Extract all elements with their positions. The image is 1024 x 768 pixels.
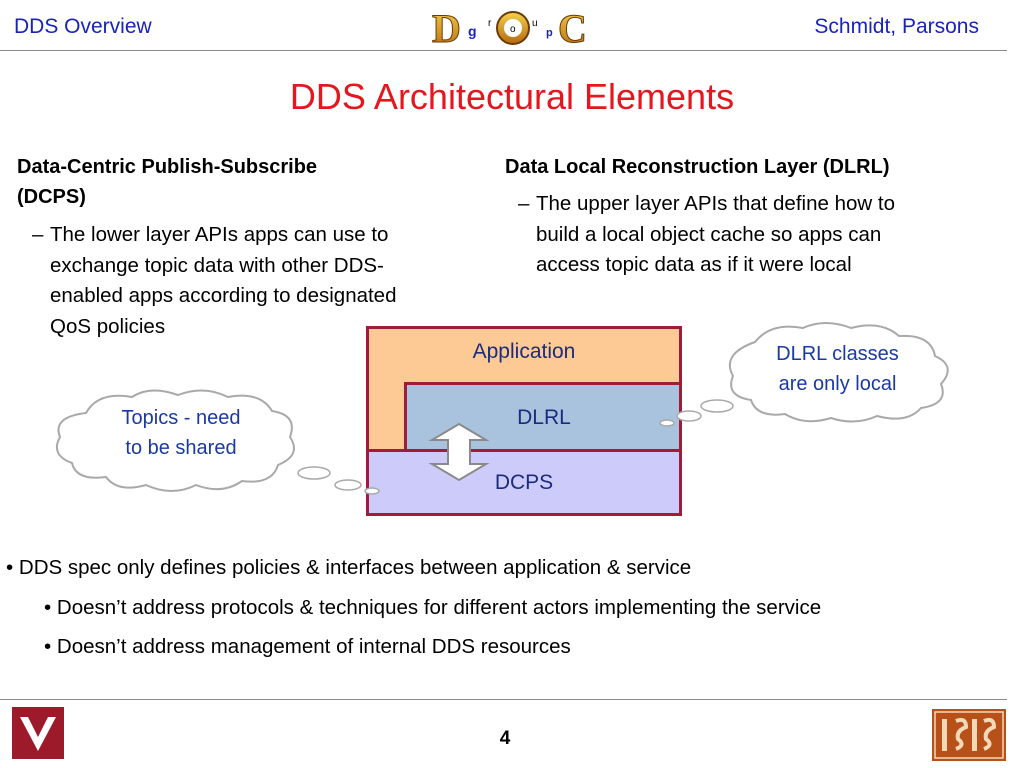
application-layer-label: Application [472, 340, 576, 363]
dlrl-layer-label: DLRL [517, 406, 571, 429]
bullet-level2-item: • Doesn’t address protocols & techniques… [44, 596, 821, 620]
logo-letter-u: u [532, 18, 538, 29]
left-item-line-1: The lower layer APIs apps can use to [50, 223, 389, 246]
right-cloud-line-1: DLRL classes [776, 343, 899, 365]
dcps-layer-box [366, 449, 682, 516]
left-item-line-2: exchange topic data with other DDS- [50, 253, 384, 277]
footer-rule [0, 699, 1007, 700]
right-thought-cloud [659, 322, 949, 427]
logo-letter-c: C [558, 6, 587, 50]
left-heading-line-1: Data-Centric Publish-Subscribe [17, 156, 318, 178]
left-dash-marker: – [32, 223, 44, 246]
vanderbilt-logo [12, 707, 64, 759]
right-column-heading: Data Local Reconstruction Layer (DLRL) [505, 156, 890, 178]
left-item-line-3: enabled apps according to designated [50, 284, 397, 307]
dcps-layer-label: DCPS [494, 471, 554, 494]
isis-logo [932, 709, 1006, 761]
left-item-line-4: QoS policies [50, 314, 166, 338]
right-item-line-3: access topic data as if it were local [536, 253, 852, 276]
left-cloud-line-1: Topics - need [121, 407, 241, 429]
slide-title: DDS Architectural Elements [289, 76, 735, 117]
bullet-level1: • DDS spec only defines policies & inter… [6, 556, 691, 580]
logo-letter-r: r [488, 18, 492, 29]
bullet-dot: • [6, 556, 14, 579]
bullet-level2-item: • Doesn’t address management of internal… [44, 635, 571, 659]
left-column-heading: Data-Centric Publish-Subscribe (DCPS) [17, 152, 437, 212]
bullet-level2-text-2: Doesn’t address management of internal D… [56, 635, 571, 658]
right-cloud-text: DLRL classes are only local [740, 339, 935, 399]
right-item-line-1: The upper layer APIs that define how to [536, 192, 895, 215]
page-number: 4 [499, 728, 511, 749]
left-cloud-text: Topics - need to be shared [78, 403, 284, 463]
left-column-item: – The lower layer APIs apps can use to e… [32, 220, 492, 342]
left-thought-cloud [56, 389, 380, 495]
header-rule [0, 50, 1007, 51]
bullet-dot: • [44, 596, 52, 619]
right-column-item: – The upper layer APIs that define how t… [518, 189, 998, 281]
bullet-level1-text: DDS spec only defines policies & interfa… [18, 556, 692, 579]
header-right-text: Schmidt, Parsons [814, 15, 979, 38]
right-item-line-2: build a local object cache so apps can [536, 222, 882, 246]
doc-group-logo: D g r o u p C [432, 6, 588, 51]
right-cloud-line-2: are only local [778, 373, 897, 395]
logo-letter-o: o [510, 24, 516, 35]
left-heading-line-2: (DCPS) [17, 186, 86, 208]
header-left-text: DDS Overview [14, 15, 152, 38]
logo-letter-g: g [468, 23, 477, 39]
bullet-dot: • [44, 635, 52, 658]
left-cloud-line-2: to be shared [125, 437, 237, 459]
logo-letter-p: p [546, 27, 553, 39]
logo-letter-d: D [432, 6, 461, 50]
right-dash-marker: – [518, 192, 530, 215]
double-arrow-icon [428, 422, 490, 482]
bullet-level2-text-1: Doesn’t address protocols & techniques f… [56, 596, 822, 619]
